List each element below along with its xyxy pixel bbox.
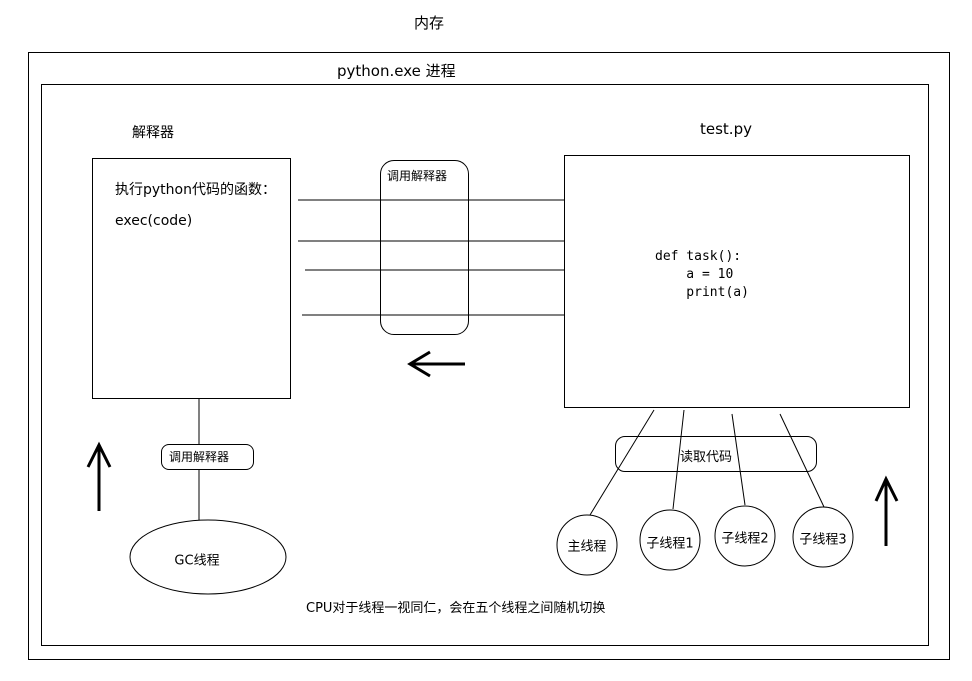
thread-line-2 [731, 413, 746, 506]
thread-circle-1 [639, 509, 701, 571]
thread-circle-3 [792, 506, 854, 568]
read-code-label: 读取代码 [680, 450, 733, 465]
interpreter-box [92, 158, 291, 399]
memory-box [28, 52, 950, 660]
thread-line-main [589, 409, 655, 516]
up-arrow-left-icon [86, 441, 112, 511]
read-code-pill [615, 436, 817, 472]
thread-line-1 [672, 409, 685, 510]
process-box [41, 84, 929, 646]
call-interpreter-label-top: 调用解释器 [387, 169, 448, 183]
left-arrow-icon [407, 350, 465, 378]
gc-thread-ellipse [129, 519, 287, 595]
test-file-title: test.py [700, 120, 752, 138]
call-interpreter-pill-bottom [161, 444, 254, 470]
thread-circle-main [556, 514, 618, 576]
thread-label-2: 子线程2 [721, 531, 769, 547]
memory-title: 内存 [414, 14, 445, 32]
cpu-note: CPU对于线程一视同仁，会在五个线程之间随机切换 [306, 601, 606, 616]
up-arrow-right-icon [874, 475, 899, 546]
thread-label-3: 子线程3 [799, 532, 847, 548]
test-file-code: def task(): a = 10 print(a) [655, 249, 749, 300]
call-interpreter-pill-top [380, 160, 469, 335]
call-interpreter-label-bottom: 调用解释器 [169, 450, 230, 464]
thread-label-1: 子线程1 [646, 536, 694, 552]
gc-thread-label: GC线程 [174, 553, 220, 569]
interpreter-line-1: 执行python代码的函数： [115, 182, 276, 198]
thread-circle-2 [714, 505, 776, 567]
thread-label-main: 主线程 [567, 539, 607, 555]
process-title: python.exe 进程 [337, 62, 456, 80]
interpreter-title: 解释器 [132, 125, 174, 141]
thread-line-3 [779, 413, 825, 508]
test-file-box [564, 155, 910, 408]
interpreter-line-2: exec(code) [115, 213, 193, 229]
